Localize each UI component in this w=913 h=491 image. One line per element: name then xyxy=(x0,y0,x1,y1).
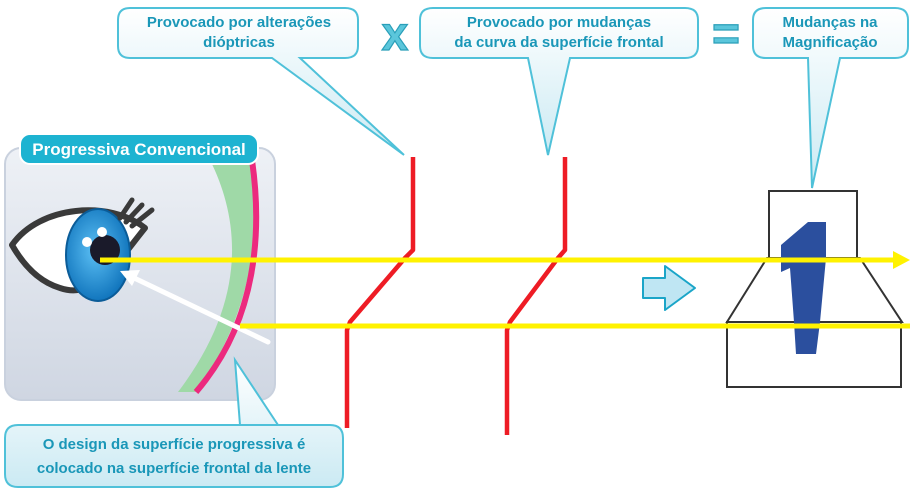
magnified-digit-shape xyxy=(781,222,826,354)
bubble-design-line2: colocado na superfície frontal da lente xyxy=(37,460,311,477)
bubble-design-line1: O design da superfície progressiva é xyxy=(43,436,306,453)
bubble-curve: Provocado por mudanças da curva da super… xyxy=(419,7,699,156)
bubble-design: O design da superfície progressiva é col… xyxy=(4,356,344,488)
panel-title: Progressiva Convencional xyxy=(32,140,246,159)
refraction-line-curve xyxy=(504,157,568,435)
lens-front-surface xyxy=(193,159,260,394)
bubble-diopter-line1: Provocado por alterações xyxy=(147,14,331,31)
lens-green-zone xyxy=(178,160,256,392)
magnified-object: 1 xyxy=(725,190,904,388)
bubble-curve-line2: da curva da superfície frontal xyxy=(454,34,663,51)
bubble-diopter: Provocado por alterações dióptricas xyxy=(117,7,405,156)
panel-title-tag xyxy=(19,133,259,165)
bubble-magnification: Mudanças na Magnificação xyxy=(752,7,909,189)
gaze-arrowhead xyxy=(120,270,140,286)
bubble-diopter-line2: dióptricas xyxy=(203,34,275,51)
ray-distance-arrowhead xyxy=(893,251,910,269)
bubble-curve-line1: Provocado por mudanças xyxy=(467,14,651,31)
gaze-arrow xyxy=(127,273,271,345)
bubble-magnification-line2: Magnificação xyxy=(782,34,877,51)
times-symbol: x xyxy=(382,8,409,61)
refraction-line-diopter xyxy=(344,157,416,428)
equals-symbol: = xyxy=(712,8,740,61)
right-arrow-icon xyxy=(642,265,696,311)
bubble-magnification-line1: Mudanças na xyxy=(782,14,878,31)
